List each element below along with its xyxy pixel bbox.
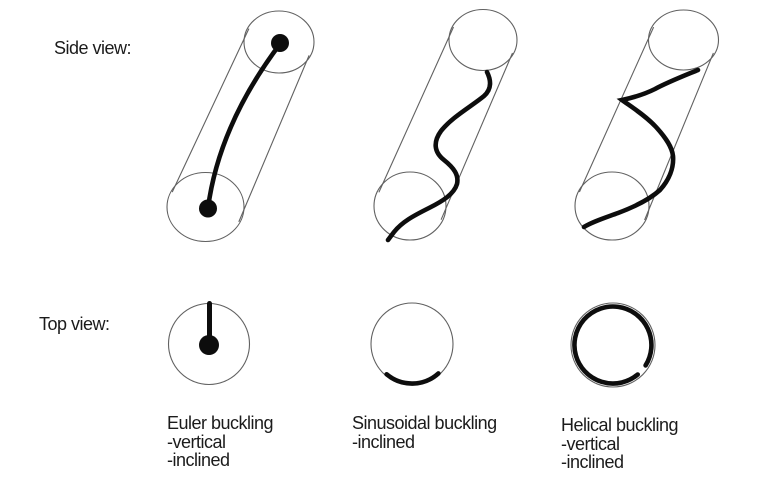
sinusoidal-cylinder-bottom-ellipse [373, 171, 447, 241]
top-view-label: Top view: [39, 314, 110, 334]
sinusoidal-topview-circle [370, 302, 454, 386]
sinusoidal-topview-contact-arc [384, 371, 441, 386]
pipe-end-dots [199, 34, 289, 355]
euler-cylinder-right-wall [238, 55, 310, 223]
caption-line: -inclined [167, 450, 230, 470]
side-view-label: Side view: [54, 38, 132, 58]
sinusoidal-cylinder-left-wall [378, 26, 455, 193]
caption-line: -vertical [167, 431, 226, 452]
euler-cylinder-bottom-ellipse [166, 171, 245, 243]
cylinder-outlines [166, 8, 720, 388]
sinusoidal-buckled-pipe-curve [385, 69, 493, 243]
euler-cylinder-left-wall [171, 28, 250, 193]
euler-pipe-top-dot [271, 34, 289, 52]
caption-line: -inclined [352, 431, 415, 452]
euler-pipe-bottom-dot [199, 199, 217, 218]
sinusoidal-cylinder-top-ellipse [448, 8, 518, 72]
caption-title: Helical buckling [561, 415, 679, 435]
caption-title: Sinusoidal buckling [352, 413, 497, 433]
caption-sinusoidal-buckling: Sinusoidal buckling -inclined [352, 414, 497, 451]
helical-topview-circle [570, 302, 656, 388]
caption-euler-buckling: Euler buckling -vertical -inclined [167, 413, 274, 470]
helical-topview-contact-ring [572, 304, 654, 386]
euler-topview-pipe-dot [199, 335, 219, 355]
caption-line: -vertical [561, 433, 620, 454]
euler-cylinder-top-ellipse [243, 10, 315, 74]
caption-line: -inclined [561, 452, 624, 472]
euler-buckled-pipe-curve [205, 41, 283, 211]
caption-title: Euler buckling [167, 413, 274, 433]
helical-cylinder-left-wall [578, 26, 655, 193]
pipe-curves [205, 41, 701, 386]
helical-buckled-pipe-curve [581, 67, 701, 230]
caption-helical-buckling: Helical buckling -vertical -inclined [561, 415, 679, 472]
helical-cylinder-top-ellipse [647, 9, 720, 71]
helical-cylinder-bottom-ellipse [574, 171, 650, 241]
